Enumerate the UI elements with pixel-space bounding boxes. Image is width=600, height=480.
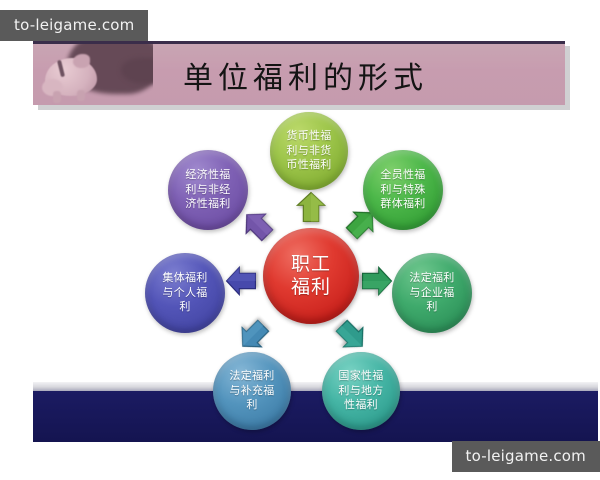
node-line: 币性福利 — [286, 158, 332, 172]
bottom-band-highlight — [33, 382, 598, 391]
node-line: 利 — [246, 398, 258, 412]
arrow-right-icon — [360, 264, 394, 298]
arrow-down-left-icon — [229, 312, 277, 360]
node-line: 国家性福 — [338, 369, 384, 383]
slide-title-bar: 单位福利的形式 — [33, 41, 565, 105]
node-line: 与个人福 — [162, 285, 208, 299]
node-line: 法定福利 — [229, 369, 275, 383]
piggy-bank-image — [33, 44, 153, 105]
node-line: 法定福利 — [409, 271, 455, 285]
node-statutory-enterprise-benefits[interactable]: 法定福利 与企业福 利 — [392, 253, 472, 333]
node-line: 利与非货 — [286, 143, 332, 157]
arrow-up-right-icon — [338, 199, 386, 247]
node-economic-noneconomic-benefits[interactable]: 经济性福 利与非经 济性福利 — [168, 150, 248, 230]
node-line: 利 — [179, 300, 191, 314]
node-collective-individual-benefits[interactable]: 集体福利 与个人福 利 — [145, 253, 225, 333]
node-universal-benefits[interactable]: 全员性福 利与特殊 群体福利 — [363, 150, 443, 230]
node-line: 利与特殊 — [380, 182, 426, 196]
arrow-left-icon — [224, 264, 258, 298]
watermark-top-left: to-leigame.com — [0, 10, 149, 41]
node-national-local-benefits[interactable]: 国家性福 利与地方 性福利 — [322, 352, 400, 430]
node-line: 经济性福 — [185, 168, 231, 182]
node-line: 全员性福 — [380, 168, 426, 182]
center-line: 职工 — [290, 252, 331, 275]
node-line: 性福利 — [344, 398, 378, 412]
node-line: 货币性福 — [286, 129, 332, 143]
node-line: 集体福利 — [162, 271, 208, 285]
node-line: 济性福利 — [185, 197, 231, 211]
watermark-bottom-right: to-leigame.com — [451, 441, 600, 472]
arrow-up-left-icon — [233, 201, 281, 249]
bottom-band — [33, 391, 598, 442]
node-line: 利与地方 — [338, 383, 384, 397]
node-line: 与补充福 — [229, 383, 275, 397]
node-line: 利与非经 — [185, 182, 231, 196]
node-line: 与企业福 — [409, 285, 455, 299]
node-center-employee-benefits[interactable]: 职工 福利 — [263, 228, 359, 324]
node-statutory-supplementary-benefits[interactable]: 法定福利 与补充福 利 — [213, 352, 291, 430]
node-line: 群体福利 — [380, 197, 426, 211]
arrow-up-icon — [294, 190, 328, 224]
page-title: 单位福利的形式 — [183, 60, 428, 96]
piggy-ear — [73, 54, 90, 68]
piggy-leg-back — [77, 90, 85, 101]
center-line: 福利 — [290, 276, 331, 298]
piggy-leg-front — [53, 91, 61, 103]
arrow-down-right-icon — [328, 312, 376, 360]
node-monetary-benefits[interactable]: 货币性福 利与非货 币性福利 — [270, 112, 348, 190]
node-line: 利 — [426, 300, 438, 314]
